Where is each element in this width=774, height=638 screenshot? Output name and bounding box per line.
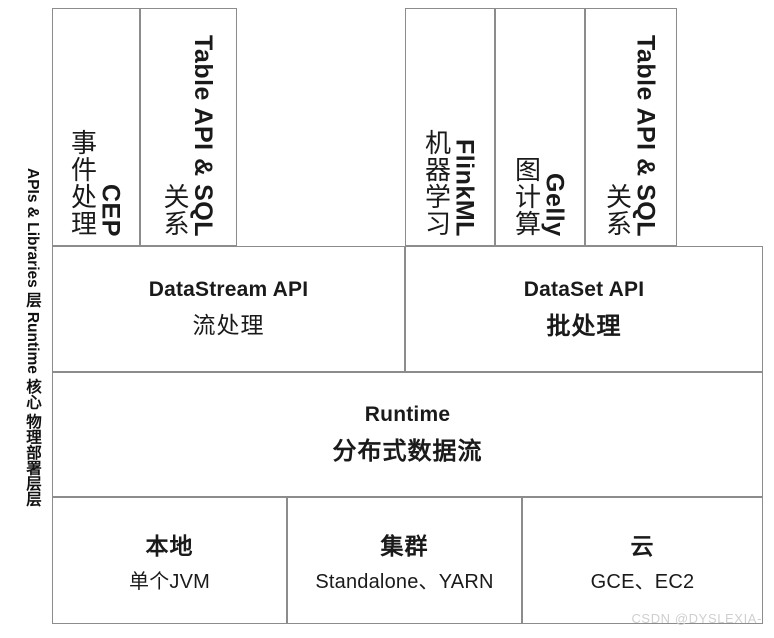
cell-datastream-api[interactable]: DataStream API 流处理 [52, 246, 405, 372]
cell-flinkml-cn: 机器学习 [421, 129, 452, 237]
cell-cep-en: CEP [96, 184, 125, 237]
cell-deploy-local-sub: 单个JVM [129, 571, 210, 593]
cell-deploy-cluster-title: 集群 [380, 533, 429, 559]
cell-deploy-cluster[interactable]: 集群 Standalone、YARN [287, 497, 522, 624]
cell-gelly-en: Gelly [540, 173, 569, 237]
axis-label-column: APIs & Libraries 层 Runtime 核心 物理部署层层 [0, 0, 52, 638]
cell-table-api-sql-left-cn: 关系 [160, 183, 190, 237]
csdn-watermark: CSDN @DYSLEXIA- [631, 611, 762, 626]
cell-cep[interactable]: 事件处理 CEP [52, 8, 140, 246]
layer-grid: 事件处理 CEP 关系 Table API & SQL 机器学习 FlinkML… [52, 0, 763, 624]
cell-deploy-cloud-sub: GCE、EC2 [590, 571, 695, 593]
cell-datastream-api-sublabel: 流处理 [192, 312, 265, 338]
cell-flinkml[interactable]: 机器学习 FlinkML [405, 8, 495, 246]
axis-label: APIs & Libraries 层 Runtime 核心 物理部署层层 [24, 168, 41, 507]
cell-dataset-api-label: DataSet API [523, 277, 645, 301]
cell-gelly-cn: 图计算 [511, 156, 542, 237]
cell-dataset-api[interactable]: DataSet API 批处理 [405, 246, 763, 372]
cell-cep-cn: 事件处理 [67, 129, 98, 237]
cell-deploy-cloud-title: 云 [630, 533, 655, 559]
cell-gelly[interactable]: 图计算 Gelly [495, 8, 585, 246]
cell-table-api-sql-right-en: Table API & SQL [631, 35, 660, 237]
cell-deploy-local-title: 本地 [145, 533, 194, 559]
cell-runtime-label: Runtime [364, 403, 451, 426]
cell-flinkml-en: FlinkML [450, 139, 479, 237]
cell-deploy-cluster-sub: Standalone、YARN [315, 571, 494, 593]
cell-runtime[interactable]: Runtime 分布式数据流 [52, 372, 763, 497]
cell-runtime-sublabel: 分布式数据流 [332, 438, 483, 465]
cell-deploy-cloud[interactable]: 云 GCE、EC2 [522, 497, 763, 624]
cell-table-api-sql-left-en: Table API & SQL [189, 35, 217, 237]
cell-datastream-api-label: DataStream API [148, 278, 309, 301]
cell-table-api-sql-right-cn: 关系 [602, 183, 633, 237]
cell-dataset-api-sublabel: 批处理 [546, 312, 622, 340]
cell-table-api-sql-right[interactable]: 关系 Table API & SQL [585, 8, 677, 246]
cell-deploy-local[interactable]: 本地 单个JVM [52, 497, 287, 624]
cell-table-api-sql-left[interactable]: 关系 Table API & SQL [140, 8, 237, 246]
